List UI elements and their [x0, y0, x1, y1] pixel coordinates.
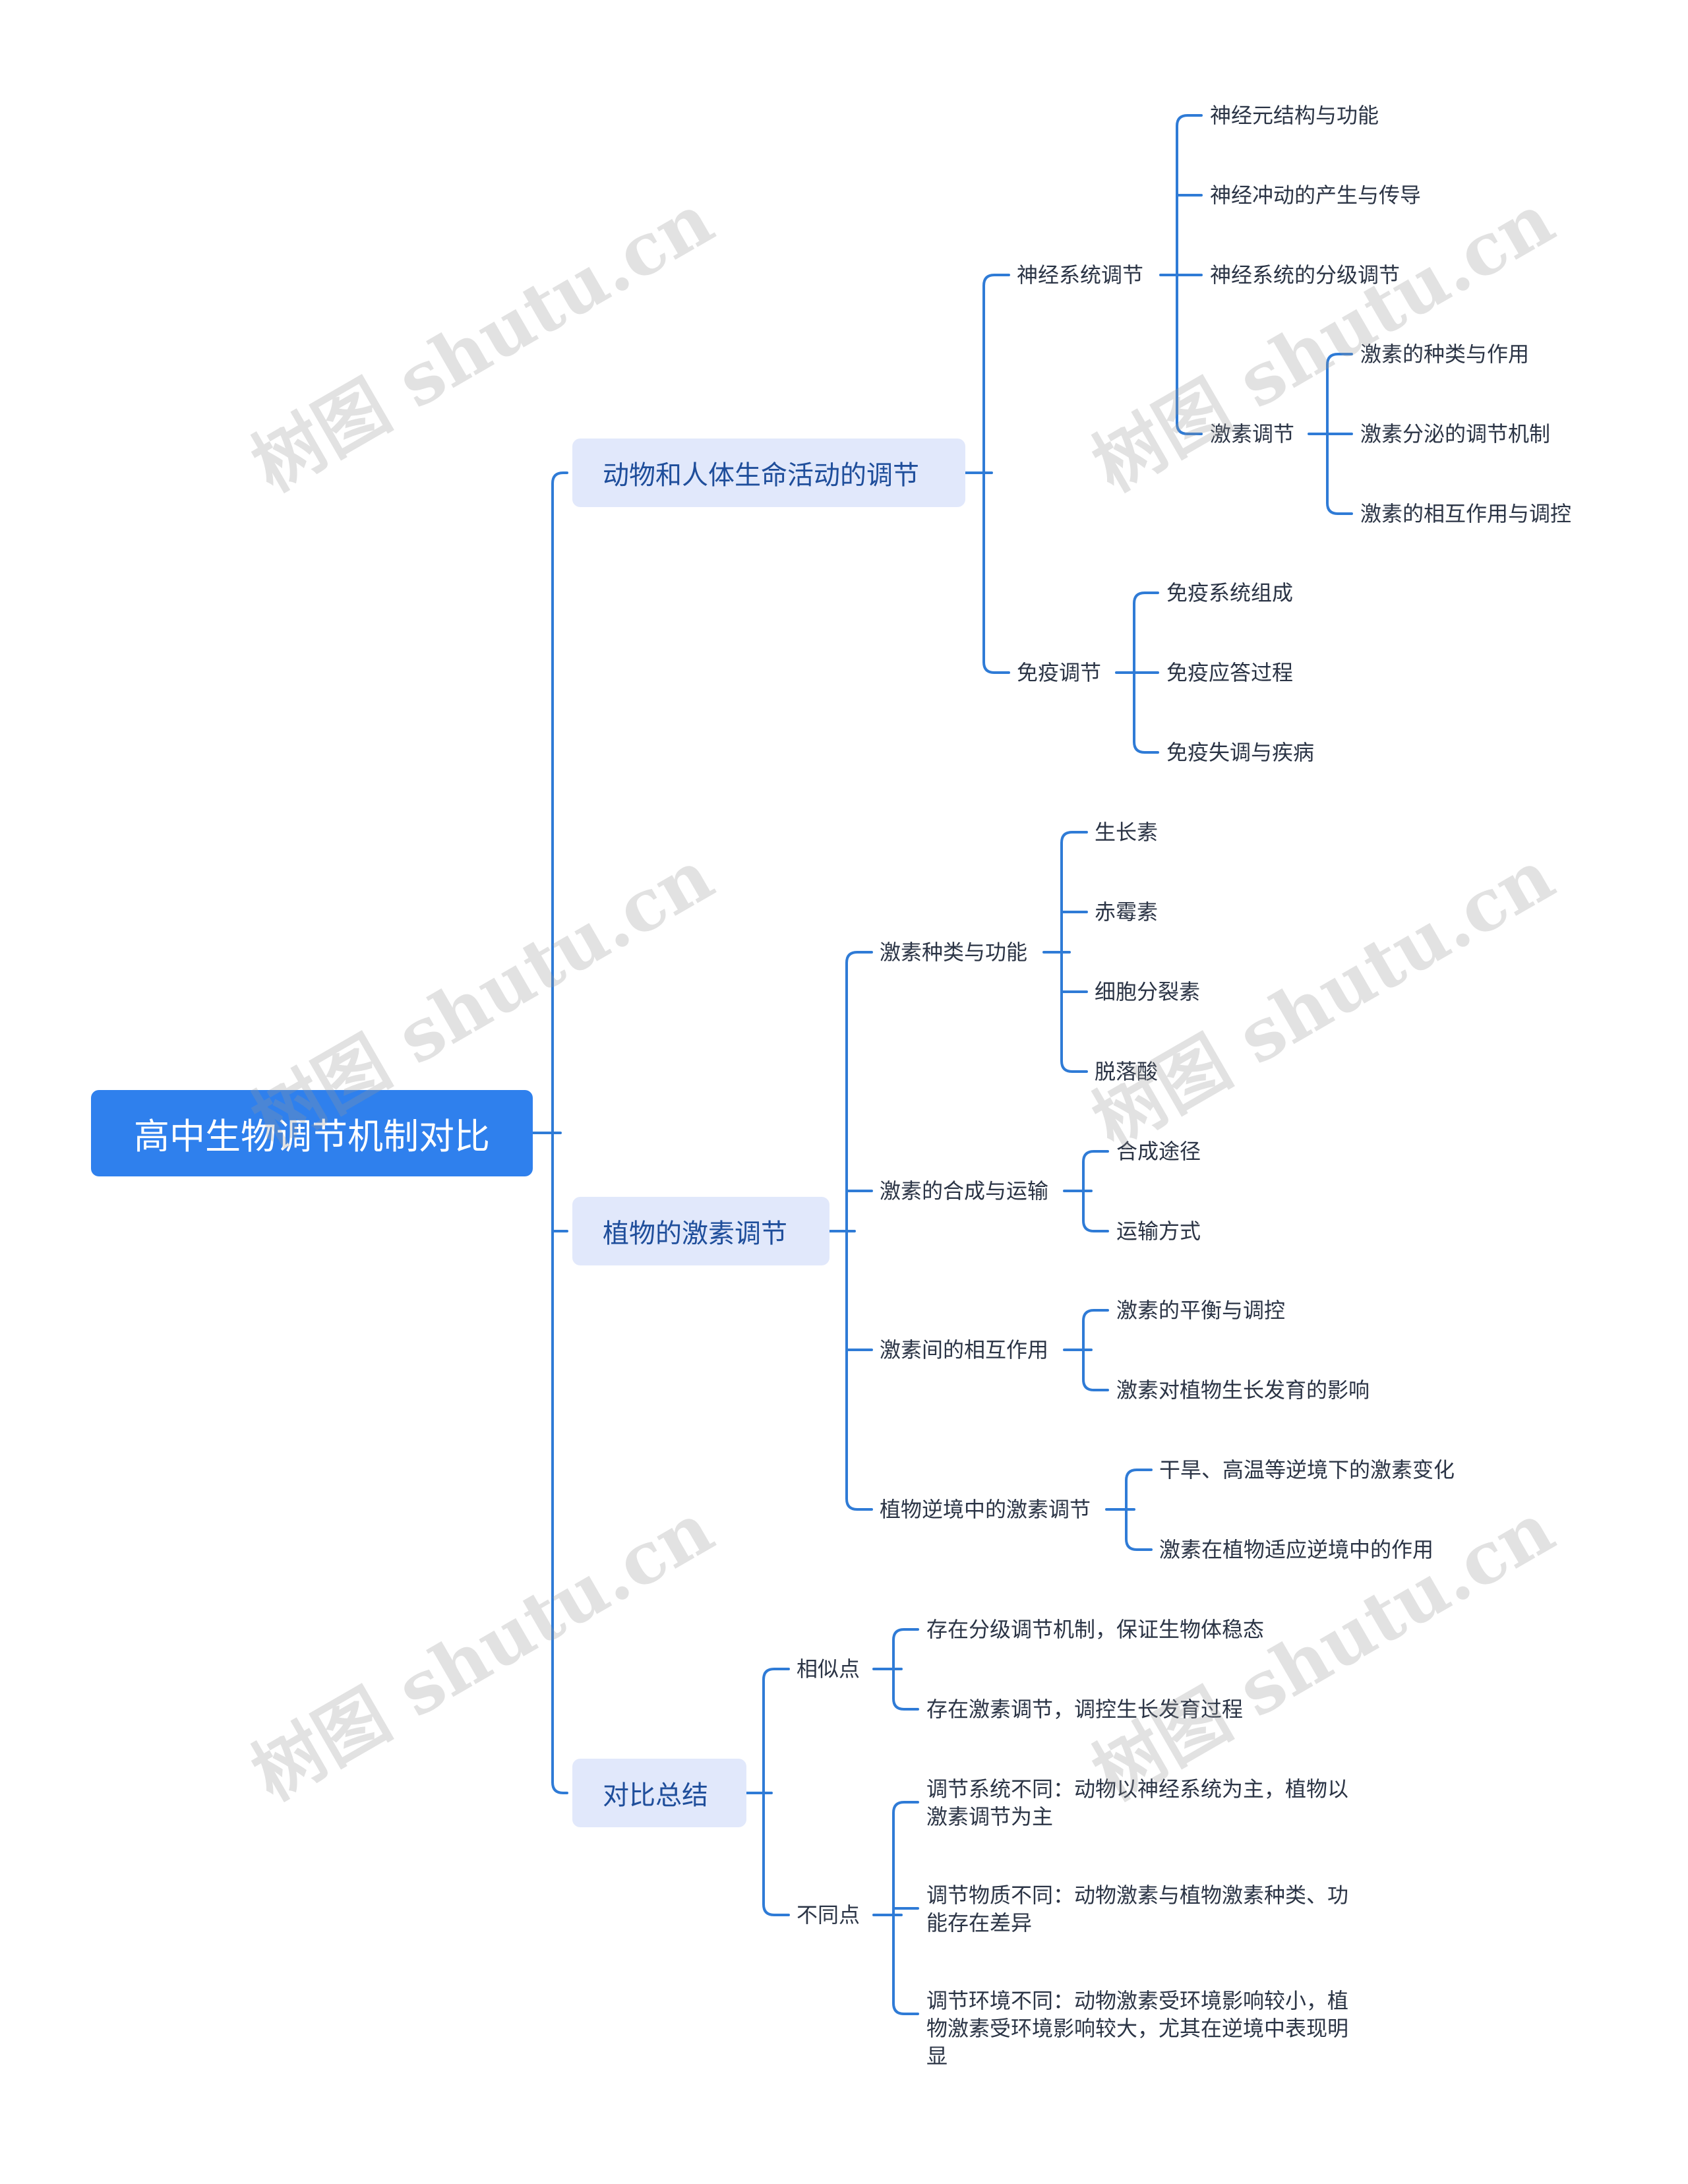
topic-hormone-growth-effect[interactable]: 激素对植物生长发育的影响 — [1116, 1378, 1370, 1403]
topic-similarity-hormone[interactable]: 存在激素调节，调控生长发育过程 — [926, 1697, 1244, 1722]
topic-comparison-summary[interactable]: 对比总结 — [572, 1759, 746, 1827]
topic-nerve-impulse[interactable]: 神经冲动的产生与传导 — [1210, 183, 1422, 208]
topic-similarity-hierarchy[interactable]: 存在分级调节机制，保证生物体稳态 — [926, 1617, 1265, 1642]
connector — [1326, 433, 1353, 515]
topic-gibberellin[interactable]: 赤霉素 — [1095, 899, 1159, 925]
topic-immune-regulation[interactable]: 免疫调节 — [1017, 660, 1102, 685]
topic-abscisic-acid[interactable]: 脱落酸 — [1095, 1059, 1159, 1084]
connector — [1082, 1190, 1109, 1232]
connector — [1125, 1508, 1153, 1551]
topic-stress-hormone-change[interactable]: 干旱、高温等逆境下的激素变化 — [1159, 1457, 1455, 1482]
topic-plant-hormone-regulation[interactable]: 植物的激素调节 — [572, 1197, 829, 1265]
topic-difference-substance[interactable]: 调节物质不同：动物激素与植物激素种类、功能存在差异 — [926, 1883, 1349, 1935]
topic-similarities[interactable]: 相似点 — [797, 1656, 860, 1682]
topic-transport-mode[interactable]: 运输方式 — [1116, 1219, 1201, 1244]
topic-nervous-regulation[interactable]: 神经系统调节 — [1017, 262, 1144, 288]
root-topic[interactable]: 高中生物调节机制对比 — [91, 1090, 533, 1176]
topic-neuron-structure[interactable]: 神经元结构与功能 — [1210, 103, 1379, 128]
topic-cytokinin[interactable]: 细胞分裂素 — [1095, 979, 1201, 1004]
topic-immune-disorder[interactable]: 免疫失调与疾病 — [1166, 740, 1315, 765]
topic-nervous-hierarchy[interactable]: 神经系统的分级调节 — [1210, 262, 1401, 288]
topic-hormone-interaction[interactable]: 激素的相互作用与调控 — [1360, 501, 1572, 526]
connector — [1176, 274, 1203, 435]
connector — [845, 1230, 873, 1511]
topic-auxin[interactable]: 生长素 — [1095, 820, 1159, 845]
topic-stress-adaptation[interactable]: 激素在植物适应逆境中的作用 — [1159, 1537, 1434, 1562]
connector — [1125, 1469, 1153, 1511]
connector — [762, 1668, 790, 1794]
topic-hormone-regulation[interactable]: 激素调节 — [1210, 421, 1295, 446]
connector — [892, 1668, 919, 1711]
connector — [1082, 1150, 1109, 1192]
connector — [1082, 1309, 1109, 1351]
topic-hormone-types[interactable]: 激素的种类与作用 — [1360, 342, 1530, 367]
connector — [892, 1801, 919, 1916]
topic-stress-regulation[interactable]: 植物逆境中的激素调节 — [880, 1497, 1091, 1522]
connector — [1060, 951, 1088, 1073]
topic-animal-regulation[interactable]: 动物和人体生命活动的调节 — [572, 439, 965, 507]
connector — [1133, 592, 1159, 674]
topic-hormone-balance[interactable]: 激素的平衡与调控 — [1116, 1298, 1286, 1323]
connector — [551, 1132, 568, 1794]
topic-immune-response[interactable]: 免疫应答过程 — [1166, 660, 1294, 685]
connector — [982, 274, 1010, 474]
connector — [982, 471, 1010, 674]
topic-difference-system[interactable]: 调节系统不同：动物以神经系统为主，植物以激素调节为主 — [926, 1776, 1349, 1829]
connector — [1133, 671, 1159, 754]
topic-synthesis-pathway[interactable]: 合成途径 — [1116, 1139, 1201, 1164]
connector — [1176, 114, 1203, 276]
topic-immune-system[interactable]: 免疫系统组成 — [1166, 580, 1294, 605]
connector — [1326, 353, 1353, 435]
connector — [1082, 1349, 1109, 1391]
topic-differences[interactable]: 不同点 — [797, 1902, 860, 1927]
topic-hormone-mutual-action[interactable]: 激素间的相互作用 — [880, 1337, 1049, 1362]
topic-hormone-secretion[interactable]: 激素分泌的调节机制 — [1360, 421, 1551, 446]
connector — [892, 1628, 919, 1670]
connector — [551, 471, 568, 1134]
connector — [762, 1792, 790, 1916]
connector — [1060, 831, 1088, 954]
connector — [845, 951, 873, 1232]
topic-difference-environment[interactable]: 调节环境不同：动物激素受环境影响较小，植物激素受环境影响较大，尤其在逆境中表现明… — [926, 1988, 1349, 2069]
connector — [892, 1914, 919, 2015]
topic-hormone-types-functions[interactable]: 激素种类与功能 — [880, 940, 1028, 965]
topic-synthesis-transport[interactable]: 激素的合成与运输 — [880, 1178, 1049, 1203]
